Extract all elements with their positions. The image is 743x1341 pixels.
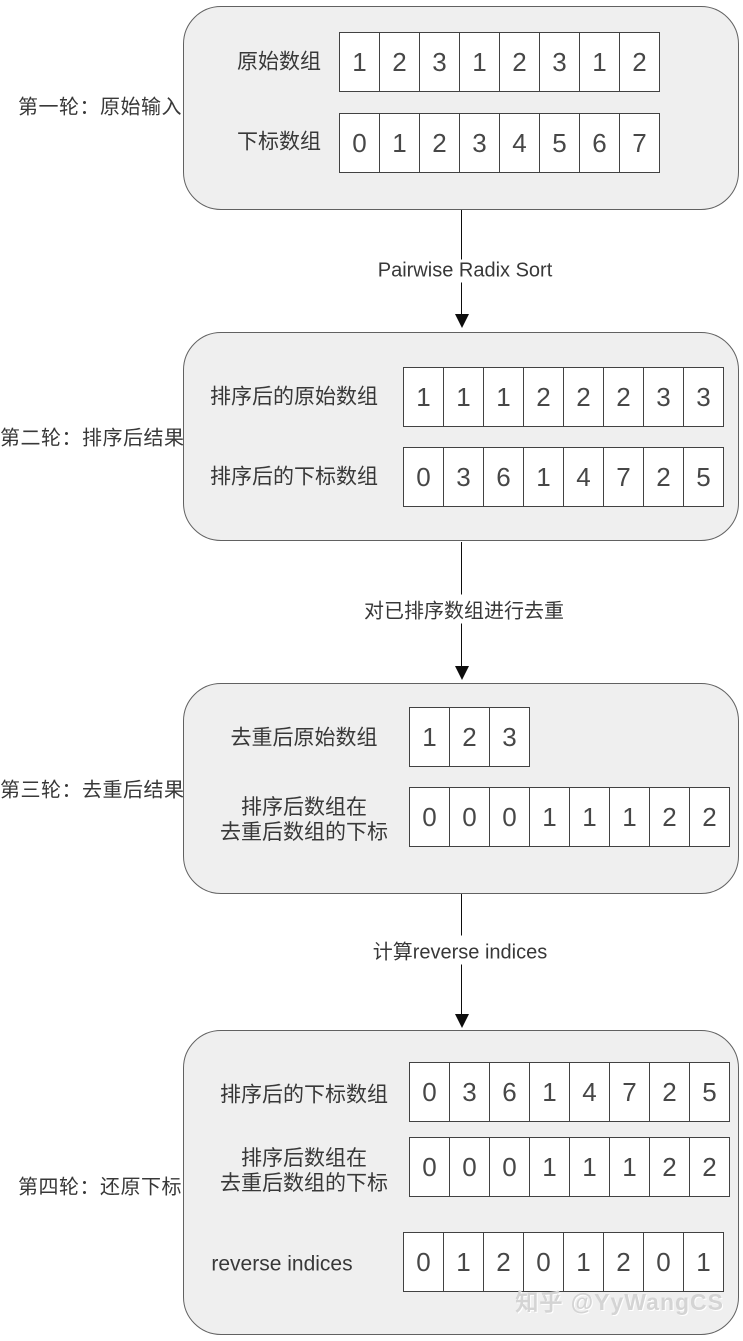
array-cell: 1: [609, 1137, 650, 1197]
array-cell: 4: [563, 447, 604, 507]
array-cell: 2: [649, 1137, 690, 1197]
array-cell: 3: [643, 367, 684, 427]
row-label-original-array: 原始数组: [237, 50, 321, 74]
array-cell: 2: [499, 32, 540, 92]
row-label-sorted-indices: 排序后的下标数组: [220, 1083, 388, 1107]
array-cell: 6: [489, 1062, 530, 1122]
row-label-deduped-array: 去重后原始数组: [230, 726, 378, 750]
array-cell: 1: [529, 1062, 570, 1122]
row-label-index-array: 下标数组: [237, 130, 321, 154]
row-label-sorted-array: 排序后的原始数组: [210, 385, 378, 409]
array-cell: 5: [539, 113, 580, 173]
array-cell: 5: [683, 447, 724, 507]
array-cell: 2: [563, 367, 604, 427]
array-cell: 1: [339, 32, 380, 92]
stage-label-round3: 第三轮：去重后结果: [0, 779, 185, 802]
arrow-head-3: [455, 1014, 469, 1028]
stage-label-round1: 第一轮：原始输入: [18, 96, 182, 119]
arrow-label-dedup: 对已排序数组进行去重: [361, 594, 567, 624]
array-cell: 2: [643, 447, 684, 507]
array-cell: 6: [579, 113, 620, 173]
array-cell: 1: [529, 1137, 570, 1197]
array-cell: 1: [683, 1232, 724, 1292]
row-label-reverse-indices: reverse indices: [211, 1252, 353, 1276]
array-cell: 2: [689, 1137, 730, 1197]
array-cell: 3: [489, 707, 530, 767]
array-cell: 2: [689, 787, 730, 847]
stage-label-round4: 第四轮：还原下标: [18, 1176, 182, 1199]
array-cell: 2: [379, 32, 420, 92]
array-cell: 5: [689, 1062, 730, 1122]
array-cell: 2: [619, 32, 660, 92]
array-cell: 1: [459, 32, 500, 92]
array-cell: 1: [523, 447, 564, 507]
array-cell: 2: [523, 367, 564, 427]
array-cell: 4: [499, 113, 540, 173]
array-cell: 1: [569, 1137, 610, 1197]
array-cell: 7: [603, 447, 644, 507]
array-cell: 3: [459, 113, 500, 173]
array-cell: 0: [403, 447, 444, 507]
array-cell: 0: [523, 1232, 564, 1292]
array-cell: 2: [649, 787, 690, 847]
array-cell: 0: [489, 787, 530, 847]
row-label-dedup-indices: 排序后数组在 去重后数组的下标: [220, 796, 388, 844]
array-cell: 7: [609, 1062, 650, 1122]
array-cell: 1: [563, 1232, 604, 1292]
array-cell: 2: [649, 1062, 690, 1122]
arrow-head-2: [455, 666, 469, 680]
array-cell: 0: [643, 1232, 684, 1292]
array-cell: 3: [539, 32, 580, 92]
array-cell: 2: [603, 367, 644, 427]
array-cell: 0: [403, 1232, 444, 1292]
array-cell: 3: [419, 32, 460, 92]
array-cell: 0: [409, 1137, 450, 1197]
array-cell: 1: [409, 707, 450, 767]
array-cell: 3: [683, 367, 724, 427]
stage-label-round2: 第二轮：排序后结果: [0, 427, 185, 450]
array-cell: 7: [619, 113, 660, 173]
array-cell: 1: [569, 787, 610, 847]
array-cell: 1: [609, 787, 650, 847]
array-cell: 0: [449, 787, 490, 847]
array-cell: 0: [339, 113, 380, 173]
array-cell: 6: [483, 447, 524, 507]
array-cell: 2: [449, 707, 490, 767]
arrow-head-1: [455, 314, 469, 328]
array-cell: 2: [603, 1232, 644, 1292]
row-label-dedup-indices: 排序后数组在 去重后数组的下标: [220, 1147, 388, 1195]
arrow-label-radix-sort: Pairwise Radix Sort: [374, 259, 556, 283]
watermark: 知乎 @YyWangCS: [515, 1289, 724, 1315]
row-label-sorted-indices: 排序后的下标数组: [210, 465, 378, 489]
array-cell: 3: [443, 447, 484, 507]
array-cell: 1: [379, 113, 420, 173]
arrow-label-reverse-indices: 计算reverse indices: [369, 935, 551, 965]
array-cell: 2: [419, 113, 460, 173]
array-cell: 1: [529, 787, 570, 847]
array-cell: 1: [443, 367, 484, 427]
array-cell: 1: [403, 367, 444, 427]
array-cell: 3: [449, 1062, 490, 1122]
array-cell: 1: [579, 32, 620, 92]
array-cell: 0: [489, 1137, 530, 1197]
array-cell: 4: [569, 1062, 610, 1122]
array-cell: 0: [409, 787, 450, 847]
array-cell: 0: [449, 1137, 490, 1197]
array-cell: 1: [483, 367, 524, 427]
array-cell: 1: [443, 1232, 484, 1292]
array-cell: 0: [409, 1062, 450, 1122]
